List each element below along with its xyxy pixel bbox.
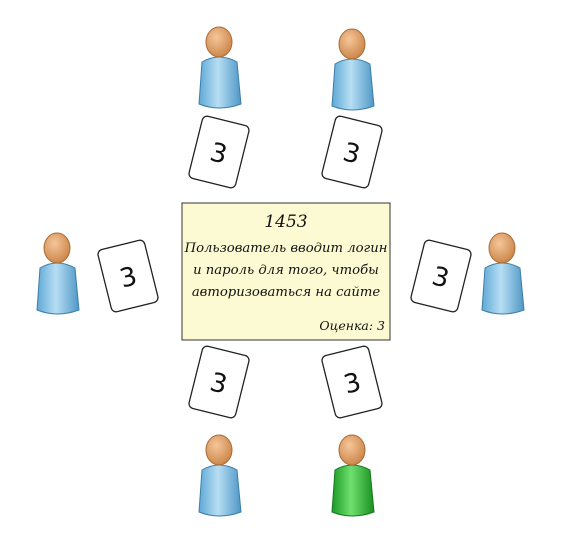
person-icon-top-left (198, 26, 242, 109)
card-bottom-left: 3 (188, 345, 250, 419)
story-text-line-1: Пользователь вводит логин (184, 241, 388, 256)
story-text-line-2: и пароль для того, чтобы (193, 263, 379, 278)
card-value: 3 (341, 367, 364, 400)
card-value: 3 (207, 137, 230, 170)
card-value: 3 (429, 261, 452, 294)
card-top-left: 3 (188, 115, 250, 189)
story-note: 1453 Пользователь вводит логин и пароль … (181, 202, 391, 341)
person-icon-left (36, 232, 80, 315)
person-icon-bottom-left (198, 434, 242, 517)
card-right: 3 (410, 239, 472, 313)
card-value: 3 (340, 137, 363, 170)
card-value: 3 (207, 367, 230, 400)
person-icon-top-right (331, 28, 375, 111)
story-estimate: Оценка: 3 (319, 318, 385, 333)
person-icon-bottom-right-highlighted (331, 434, 375, 517)
card-value: 3 (117, 261, 140, 294)
story-id: 1453 (264, 212, 307, 232)
card-bottom-right: 3 (321, 345, 383, 419)
card-left: 3 (97, 239, 159, 313)
card-top-right: 3 (321, 115, 383, 189)
story-text-line-3: авторизоваться на сайте (192, 285, 381, 300)
person-icon-right (481, 232, 525, 315)
